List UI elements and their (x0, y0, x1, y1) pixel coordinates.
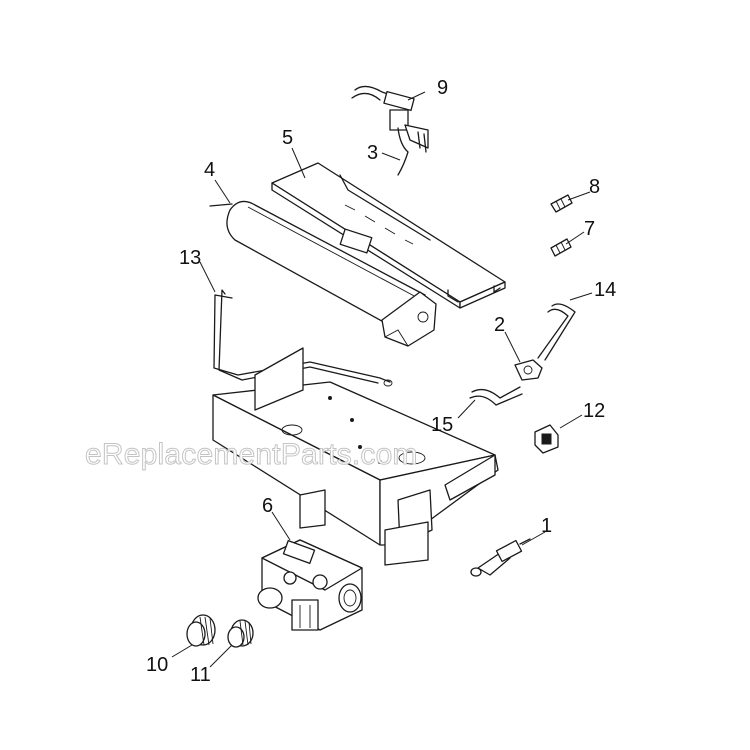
mounting-bracket (212, 347, 499, 566)
part-15-hose (469, 386, 523, 406)
part-1-igniter (470, 538, 531, 577)
callout-7: 7 (584, 218, 596, 240)
part-14-hose (537, 303, 576, 361)
callout-5: 5 (282, 127, 294, 149)
part-9-pilot-assembly (351, 85, 429, 153)
callout-12: 12 (583, 400, 606, 422)
callout-10: 10 (146, 654, 169, 676)
part-2-elbow (514, 359, 543, 381)
part-11-knob (227, 619, 254, 648)
callout-13: 13 (179, 247, 202, 269)
part-13-pilot-tubing (213, 289, 393, 387)
part-10-knob (186, 614, 216, 647)
part-7-fitting (550, 238, 572, 257)
part-8-fitting (550, 194, 573, 213)
watermark: eReplacementParts.com (85, 438, 418, 472)
callout-14: 14 (594, 279, 617, 301)
callout-8: 8 (589, 176, 601, 198)
callout-11: 11 (190, 664, 211, 686)
part-4-burner-tube (209, 200, 437, 347)
callout-9: 9 (437, 77, 449, 99)
part-3-thermocouple (397, 127, 409, 176)
part-6-gas-valve (257, 539, 363, 631)
callout-2: 2 (494, 314, 506, 336)
part-12-switch (534, 424, 559, 454)
callout-3: 3 (367, 142, 379, 164)
part-5-burner-tray (271, 162, 506, 309)
leader-lines (171, 91, 593, 668)
callout-1: 1 (541, 515, 553, 537)
callout-15: 15 (431, 414, 454, 436)
callout-4: 4 (204, 159, 216, 181)
callout-6: 6 (262, 495, 274, 517)
